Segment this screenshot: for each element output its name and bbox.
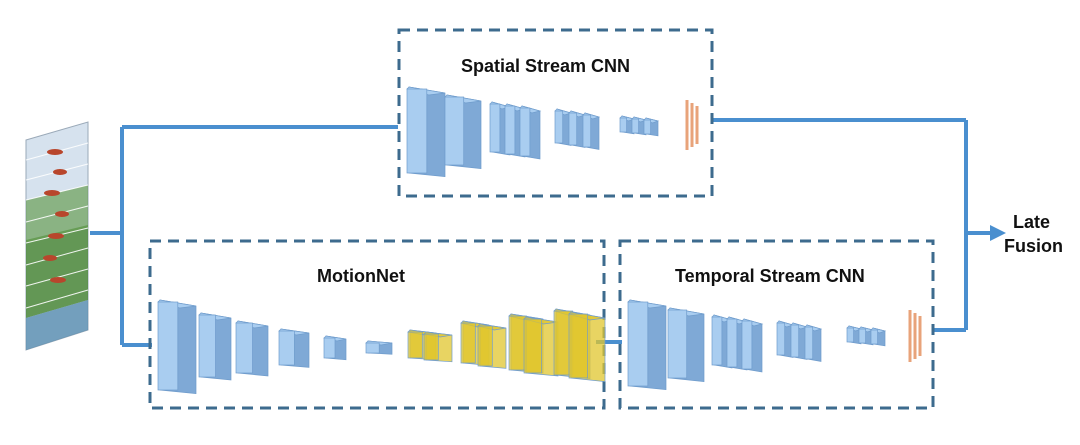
temporal-stream-box: [618, 239, 935, 410]
temporal-layer-11-face: [870, 329, 878, 345]
spatial-layer-6-face: [554, 110, 564, 144]
spatial-layer-8-face: [582, 114, 592, 148]
motionnet-title: MotionNet: [317, 266, 405, 286]
motionnet-layers: [157, 299, 606, 394]
motionnet-layer-6-face: [365, 342, 380, 354]
motionnet-layer-3-face: [235, 322, 253, 374]
temporal-layer-11-top: [870, 327, 887, 334]
spatial-layer-9-face: [619, 117, 627, 133]
motionnet-layer-5-face: [323, 337, 336, 359]
temporal-layer-2-face: [667, 309, 688, 379]
motionnet-layer-7-face: [407, 331, 423, 359]
spatial-stream-title: Spatial Stream CNN: [461, 56, 631, 76]
spatial-layer-11-face: [643, 119, 651, 135]
spatial-layer-5-face: [519, 107, 531, 157]
motionnet-layer-10-face: [477, 325, 493, 367]
temporal-layer-9-top: [846, 325, 863, 332]
late-fusion-label-line1: Late: [1013, 212, 1051, 232]
spatial-layer-10-top: [631, 116, 648, 123]
spatial-layer-3-face: [489, 103, 501, 153]
temporal-stream-layers: [627, 299, 922, 390]
temporal-layer-3-face: [711, 316, 723, 366]
motionnet-layer-1-face: [157, 301, 179, 391]
motionnet-layer-4-face: [278, 330, 295, 366]
spatial-layer-9-top: [619, 115, 636, 122]
temporal-layer-7-face: [790, 324, 800, 358]
motionnet-layer-8-face: [423, 333, 439, 361]
motionnet-layer-12-face: [523, 318, 542, 374]
spatial-layer-7-face: [568, 112, 578, 146]
late-fusion-arrowhead: [990, 225, 1006, 241]
spatial-layer-2-face: [444, 96, 465, 166]
spatial-stream-box: [397, 28, 714, 198]
temporal-layer-10-top: [858, 326, 875, 333]
spatial-layer-10-face: [631, 118, 639, 134]
spatial-stream-layers: [406, 86, 699, 177]
spatial-layer-1-face: [406, 88, 428, 174]
spatial-layer-11-top: [643, 117, 660, 124]
motionnet-layer-2-face: [198, 314, 216, 378]
temporal-layer-1-face: [627, 301, 649, 387]
temporal-layer-5-face: [741, 320, 753, 370]
spatial-layer-4-face: [504, 105, 516, 155]
temporal-layer-10-face: [858, 328, 866, 344]
motionnet-box: [148, 239, 606, 410]
temporal-layer-9-face: [846, 327, 854, 343]
motionnet-layer-14-face: [568, 313, 589, 379]
late-fusion-label-line2: Fusion: [1004, 236, 1063, 256]
temporal-layer-8-face: [804, 326, 814, 360]
temporal-stream-title: Temporal Stream CNN: [675, 266, 865, 286]
temporal-layer-4-face: [726, 318, 738, 368]
temporal-layer-6-face: [776, 322, 786, 356]
connector-lines: [90, 118, 992, 347]
motionnet-layer-9-face: [460, 322, 476, 364]
input-video-frames: [25, 121, 89, 351]
